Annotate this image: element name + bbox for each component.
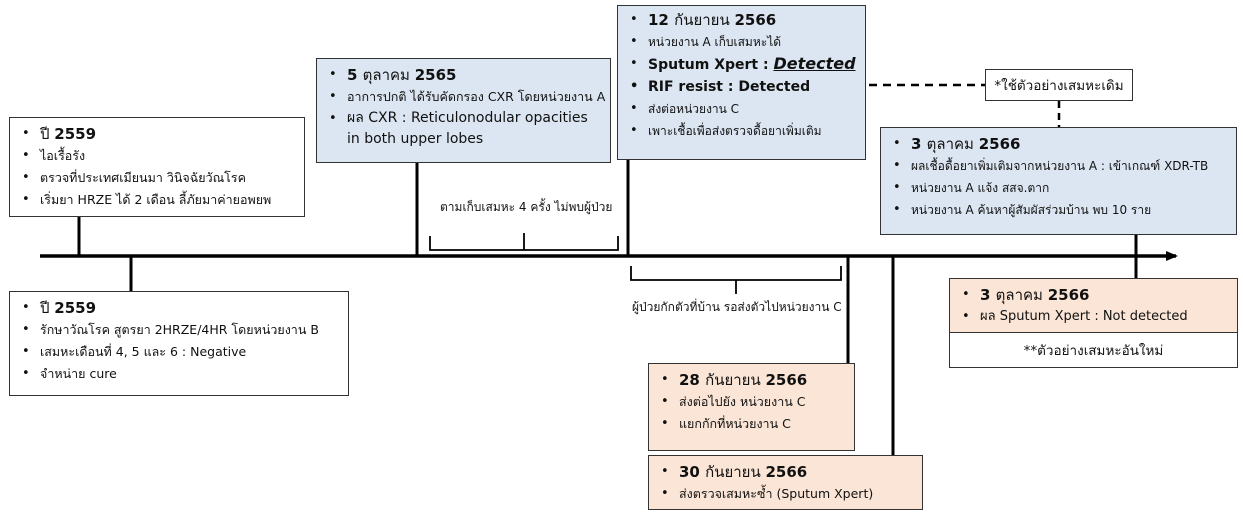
event-box-sep12-2566: 12 กันยายน 2566 หน่วยงาน A เก็บเสมหะได้ … xyxy=(617,5,866,160)
event-item: ตรวจที่ประเทศเมียนมา วินิจฉัยวัณโรค xyxy=(18,167,296,189)
brace-isolation xyxy=(630,266,842,294)
event-item: ผลเชื้อดื้อยาเพิ่มเติมจากหน่วยงาน A : เข… xyxy=(889,155,1228,177)
event-title: 12 กันยายน 2566 xyxy=(626,9,857,31)
event-item: อาการปกติ ได้รับคัดกรอง CXR โดยหน่วยงาน … xyxy=(325,86,605,108)
event-item-rif: RIF resist : Detected xyxy=(626,76,857,98)
event-title: ปี 2559 xyxy=(18,297,340,319)
event-item: จำหน่าย cure xyxy=(18,363,340,385)
event-item: ส่งต่อไปยัง หน่วยงาน C xyxy=(657,391,846,413)
event-item: หน่วยงาน A แจ้ง สสจ.ตาก xyxy=(889,177,1228,199)
event-title: 3 ตุลาคม 2566 xyxy=(889,133,1228,155)
event-title: 5 ตุลาคม 2565 xyxy=(325,64,602,86)
event-item: ผล Sputum Xpert : Not detected xyxy=(958,306,1229,328)
event-item: หน่วยงาน A ค้นหาผู้สัมผัสร่วมบ้าน พบ 10 … xyxy=(889,199,1228,221)
event-item: เสมหะเดือนที่ 4, 5 และ 6 : Negative xyxy=(18,341,340,363)
event-box-2559-diagnosis: ปี 2559 ไอเรื้อรัง ตรวจที่ประเทศเมียนมา … xyxy=(9,117,305,217)
event-item: ไอเรื้อรัง xyxy=(18,145,296,167)
event-item: แยกกักที่หน่วยงาน C xyxy=(657,413,846,435)
footnote-new-sample: **ตัวอย่างเสมหะอันใหม่ xyxy=(949,332,1238,368)
event-item: รักษาวัณโรค สูตรยา 2HRZE/4HR โดยหน่วยงาน… xyxy=(18,319,340,341)
event-box-sep28-2566: 28 กันยายน 2566 ส่งต่อไปยัง หน่วยงาน C แ… xyxy=(648,363,855,451)
event-title: 28 กันยายน 2566 xyxy=(657,369,846,391)
event-box-oct3-2566-xdr: 3 ตุลาคม 2566 ผลเชื้อดื้อยาเพิ่มเติมจากห… xyxy=(880,127,1237,235)
event-item-xpert: Sputum Xpert : Detected xyxy=(626,53,857,76)
event-item: หน่วยงาน A เก็บเสมหะได้ xyxy=(626,31,857,53)
event-title: 3 ตุลาคม 2566 xyxy=(958,284,1229,306)
note-same-sample: *ใช้ตัวอย่างเสมหะเดิม xyxy=(985,69,1133,101)
event-item: ส่งตรวจเสมหะซ้ำ (Sputum Xpert) xyxy=(657,483,914,505)
brace-follow-up xyxy=(429,233,619,251)
event-item: เพาะเชื้อเพื่อส่งตรวจดื้อยาเพิ่มเติม xyxy=(626,120,857,142)
event-box-oct3-2566-not-detected: 3 ตุลาคม 2566 ผล Sputum Xpert : Not dete… xyxy=(949,278,1238,333)
event-title: 30 กันยายน 2566 xyxy=(657,461,914,483)
event-box-2559-treatment: ปี 2559 รักษาวัณโรค สูตรยา 2HRZE/4HR โดย… xyxy=(9,291,349,396)
event-item: เริ่มยา HRZE ได้ 2 เดือน ลี้ภัยมาค่ายอพย… xyxy=(18,189,296,211)
event-item: ส่งต่อหน่วยงาน C xyxy=(626,98,857,120)
event-item: ผล CXR : Reticulonodular opacities in bo… xyxy=(325,108,602,150)
brace-note-isolation: ผู้ป่วยกักตัวที่บ้าน รอส่งตัวไปหน่วยงาน … xyxy=(632,300,842,314)
event-box-oct-2565: 5 ตุลาคม 2565 อาการปกติ ได้รับคัดกรอง CX… xyxy=(316,58,611,163)
brace-note-follow-up: ตามเก็บเสมหะ 4 ครั้ง ไม่พบผู้ป่วย xyxy=(440,200,613,214)
event-title: ปี 2559 xyxy=(18,123,296,145)
event-box-sep30-2566: 30 กันยายน 2566 ส่งตรวจเสมหะซ้ำ (Sputum … xyxy=(648,455,923,510)
